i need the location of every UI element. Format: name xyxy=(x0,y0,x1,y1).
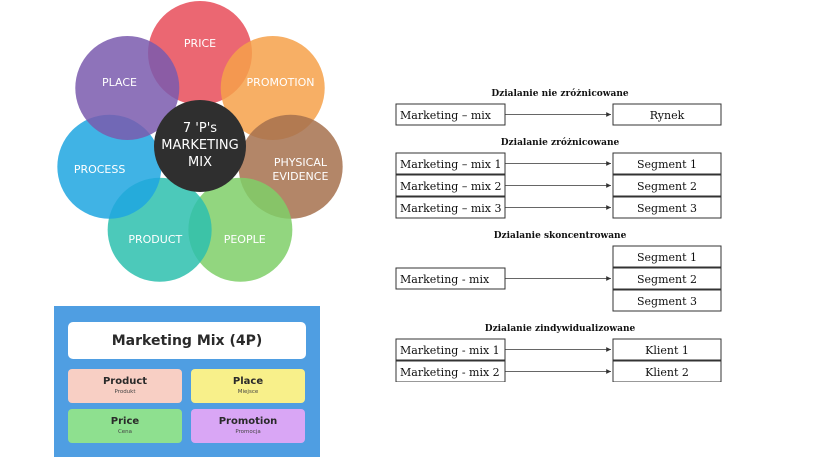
mix-box-label: Marketing - mix 2 xyxy=(400,366,500,379)
petal-process-label: PROCESS xyxy=(74,163,126,176)
card-product-label: Product xyxy=(102,376,148,387)
card-promotion-sublabel: Promocja xyxy=(235,429,261,435)
petal-promotion-label: PROMOTION xyxy=(247,76,315,89)
target-box xyxy=(612,245,722,268)
card-price-sublabel: Cena xyxy=(117,429,133,435)
target-box-label: Klient 2 xyxy=(645,366,689,379)
mix-box-label: Marketing – mix 1 xyxy=(400,158,501,171)
target-box xyxy=(612,152,722,175)
target-box-label: Rynek xyxy=(650,109,685,122)
target-box xyxy=(612,289,722,312)
mix-box-label: Marketing – mix xyxy=(400,109,492,122)
mix-box-label: Marketing – mix 2 xyxy=(400,180,501,193)
target-box-label: Segment 1 xyxy=(637,251,697,264)
target-box xyxy=(612,267,722,290)
petal-promotion xyxy=(220,36,325,141)
card-place-label: Place xyxy=(232,376,264,387)
card-product-sublabel: Produkt xyxy=(114,389,136,395)
petal-people-label: PEOPLE xyxy=(224,233,266,246)
petal-process xyxy=(57,114,162,219)
mix-box-label: Marketing - mix xyxy=(400,273,490,286)
target-box xyxy=(612,196,722,219)
target-box xyxy=(612,338,722,361)
marketing-mix-4p-panel: Marketing Mix (4P) Product Produkt Place… xyxy=(54,306,320,457)
target-box-label: Segment 3 xyxy=(637,202,697,215)
strategy-heading: Dzialanie zróżnicowane xyxy=(501,137,620,148)
card-price: Price Cena xyxy=(68,409,182,443)
target-box xyxy=(612,174,722,197)
strategy-heading: Dzialanie nie zróżnicowane xyxy=(491,88,629,99)
target-box-label: Segment 2 xyxy=(637,273,697,286)
target-box xyxy=(612,360,722,382)
strategy-heading: Dzialanie skoncentrowane xyxy=(494,231,627,241)
mix-box-label: Marketing – mix 3 xyxy=(400,202,501,215)
target-box-label: Klient 1 xyxy=(645,344,689,357)
card-product: Product Produkt xyxy=(68,369,182,403)
petal-people xyxy=(188,177,293,282)
card-promotion-label: Promotion xyxy=(218,416,278,427)
target-box-label: Segment 3 xyxy=(637,295,697,308)
card-price-label: Price xyxy=(110,416,140,427)
petal-price-label: PRICE xyxy=(184,37,216,50)
marketing-mix-4p-title: Marketing Mix (4P) xyxy=(68,322,306,359)
card-place-sublabel: Miejsce xyxy=(237,389,259,395)
strategy-heading: Dzialanie zindywidualizowane xyxy=(485,324,636,334)
petal-place xyxy=(75,36,180,141)
petal-place-label: PLACE xyxy=(102,76,137,89)
mix-box-label: Marketing - mix 1 xyxy=(400,344,500,357)
petal-product-label: PRODUCT xyxy=(128,233,182,246)
center-circle xyxy=(154,100,246,192)
segmentation-strategies-diagram: Dzialanie nie zróżnicowaneRynekMarketing… xyxy=(395,88,722,382)
target-box-label: Segment 1 xyxy=(637,158,697,171)
target-box-label: Segment 2 xyxy=(637,180,697,193)
target-box xyxy=(612,103,722,126)
card-place: Place Miejsce xyxy=(191,369,305,403)
card-promotion: Promotion Promocja xyxy=(191,409,305,443)
